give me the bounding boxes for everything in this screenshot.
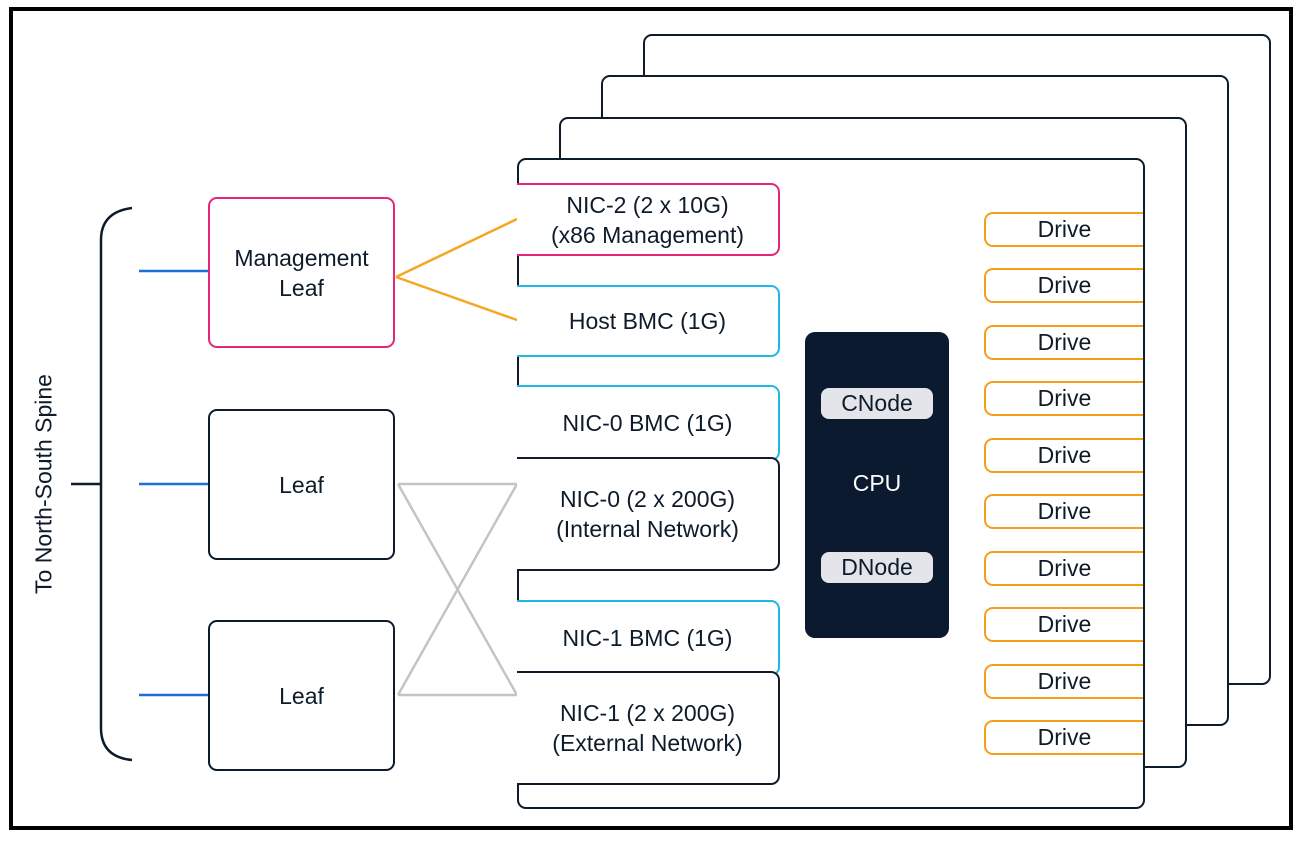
cnode-pill: CNode bbox=[821, 388, 933, 419]
nic1-card[interactable]: NIC-1 (2 x 200G) (External Network) bbox=[517, 671, 780, 785]
outer-frame bbox=[9, 7, 1293, 830]
leaf-b-label: Leaf bbox=[279, 682, 324, 709]
drive-slot[interactable]: Drive bbox=[984, 607, 1143, 642]
dnode-pill: DNode bbox=[821, 552, 933, 583]
drive-slot[interactable]: Drive bbox=[984, 438, 1143, 473]
management-leaf-label: Management Leaf bbox=[234, 244, 369, 301]
host-bmc-card[interactable]: Host BMC (1G) bbox=[517, 285, 780, 357]
cpu-label: CPU bbox=[852, 470, 902, 496]
nic0-label: NIC-0 (2 x 200G) (Internal Network) bbox=[556, 486, 739, 542]
cpu-block[interactable]: CNode CPU DNode bbox=[805, 332, 949, 638]
leaf-a-label: Leaf bbox=[279, 471, 324, 498]
drive-slot[interactable]: Drive bbox=[984, 664, 1143, 699]
nic0-card[interactable]: NIC-0 (2 x 200G) (Internal Network) bbox=[517, 457, 780, 571]
nic1-bmc-card[interactable]: NIC-1 BMC (1G) bbox=[517, 600, 780, 676]
nic2-label: NIC-2 (2 x 10G) (x86 Management) bbox=[550, 191, 745, 248]
drive-slot[interactable]: Drive bbox=[984, 551, 1143, 586]
drive-slot[interactable]: Drive bbox=[984, 325, 1143, 360]
spine-label: To North-South Spine bbox=[30, 374, 57, 594]
spine-bracket bbox=[99, 206, 133, 762]
management-leaf[interactable]: Management Leaf bbox=[208, 197, 395, 348]
nic1-bmc-label: NIC-1 BMC (1G) bbox=[562, 625, 733, 651]
drive-slot[interactable]: Drive bbox=[984, 381, 1143, 416]
mgmt-link-nic2 bbox=[395, 217, 518, 279]
leaf-switch-b[interactable]: Leaf bbox=[208, 620, 395, 771]
drive-slot[interactable]: Drive bbox=[984, 268, 1143, 303]
drive-slot[interactable]: Drive bbox=[984, 720, 1143, 755]
host-bmc-label: Host BMC (1G) bbox=[568, 308, 727, 334]
nic2-card[interactable]: NIC-2 (2 x 10G) (x86 Management) bbox=[517, 183, 780, 256]
nic1-label: NIC-1 (2 x 200G) (External Network) bbox=[552, 700, 743, 756]
drive-slot[interactable]: Drive bbox=[984, 212, 1143, 247]
mgmt-link-host-bmc bbox=[395, 275, 518, 322]
nic0-bmc-card[interactable]: NIC-0 BMC (1G) bbox=[517, 385, 780, 461]
drive-slot[interactable]: Drive bbox=[984, 494, 1143, 529]
nic0-bmc-label: NIC-0 BMC (1G) bbox=[562, 410, 733, 436]
leaf-switch-a[interactable]: Leaf bbox=[208, 409, 395, 560]
cross-link-b-nic0 bbox=[396, 483, 519, 696]
